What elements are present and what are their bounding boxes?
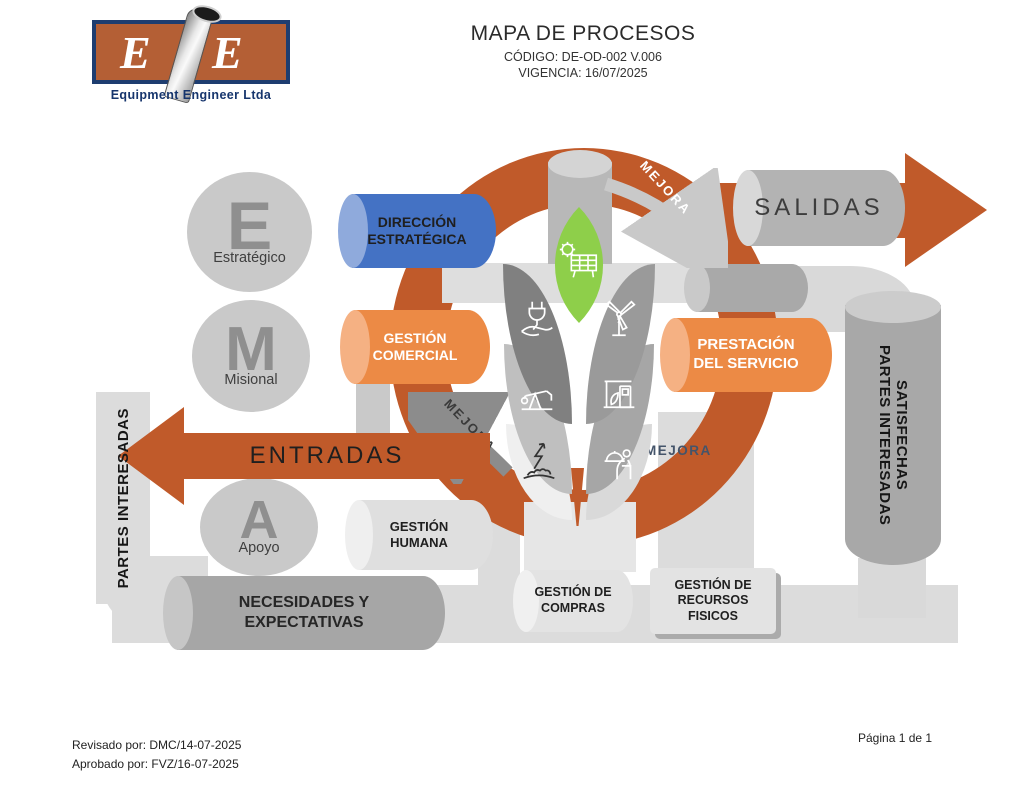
- gestion-humana-cylinder: GESTIÓN HUMANA: [345, 500, 493, 570]
- doc-vigencia: VIGENCIA: 16/07/2025: [518, 66, 648, 80]
- compras-label-2: COMPRAS: [541, 601, 605, 615]
- level-letter: M: [225, 315, 277, 385]
- salidas-cylinder: SALIDAS: [733, 170, 905, 246]
- direccion-estrategica-cylinder: DIRECCIÓN ESTRATÉGICA: [338, 194, 496, 268]
- title-block: MAPA DE PROCESOS CÓDIGO: DE-OD-002 V.006…: [413, 22, 753, 80]
- level-misional-circle: M Misional: [192, 300, 310, 412]
- entradas-arrow: [182, 433, 490, 479]
- partes-interesadas-bar: PARTES INTERESADAS: [96, 392, 150, 604]
- gestion-comercial-cylinder: GESTIÓN COMERCIAL: [340, 310, 490, 384]
- right-small-pipe: [684, 264, 808, 312]
- fuel-station-icon: [603, 380, 635, 409]
- level-apoyo-circle: A Apoyo: [200, 478, 318, 576]
- necesidades-label-1: NECESIDADES Y: [238, 594, 370, 611]
- partes-satisfechas-label-1: PARTES INTERESADAS: [876, 344, 893, 526]
- company-logo: E E: [92, 2, 290, 104]
- recursos-label-2: RECURSOS: [677, 593, 749, 608]
- hand-plug-icon: [521, 301, 553, 337]
- solar-panel-icon: [559, 241, 598, 278]
- salidas-label: SALIDAS: [754, 194, 884, 221]
- gestion-compras-cylinder: GESTIÓN DE COMPRAS: [513, 570, 633, 632]
- salidas-arrowhead: [905, 153, 987, 267]
- necesidades-label-2: EXPECTATIVAS: [244, 614, 364, 631]
- aprobado-text: Aprobado por: FVZ/16-07-2025: [72, 756, 239, 771]
- humana-label-1: GESTIÓN: [389, 518, 449, 534]
- mejora-right-label: MEJORA: [645, 443, 712, 458]
- logo-letter-right: E: [212, 27, 243, 78]
- company-name: Equipment Engineer Ltda: [110, 88, 272, 102]
- level-estrategico-circle: E Estratégico: [187, 172, 312, 292]
- partes-satisfechas-cylinder: PARTES INTERESADAS SATISFECHAS: [845, 291, 941, 565]
- level-letter: A: [239, 490, 279, 551]
- compras-label-1: GESTIÓN DE: [534, 585, 612, 600]
- page-number: Página 1 de 1: [858, 731, 933, 745]
- comercial-label-2: COMERCIAL: [372, 347, 458, 363]
- entradas-label: ENTRADAS: [249, 442, 405, 469]
- level-label: Misional: [224, 371, 278, 388]
- right-drop-channel: [858, 558, 926, 618]
- prestacion-label-2: DEL SERVICIO: [693, 355, 799, 372]
- gestion-recursos-box: GESTIÓN DE RECURSOS FISICOS: [650, 568, 776, 634]
- food-service-icon: [604, 449, 632, 480]
- partes-interesadas-label: PARTES INTERESADAS: [114, 407, 132, 589]
- direccion-label-1: DIRECCIÓN: [377, 213, 457, 230]
- wind-turbine-icon: [605, 300, 636, 337]
- logo-letter-left: E: [120, 27, 151, 78]
- direccion-label-2: ESTRATÉGICA: [367, 231, 467, 247]
- partes-satisfechas-label-2: SATISFECHAS: [893, 379, 910, 491]
- page-title: MAPA DE PROCESOS: [470, 22, 696, 45]
- oil-pump-icon: [520, 390, 553, 411]
- humana-label-2: HUMANA: [390, 535, 448, 550]
- lightning-strike-icon: [523, 442, 555, 480]
- recursos-label-1: GESTIÓN DE: [674, 577, 752, 592]
- level-letter: E: [226, 188, 273, 265]
- footer-approvals: Revisado por: DMC/14-07-2025 Aprobado po…: [72, 736, 241, 773]
- level-label: Apoyo: [238, 539, 280, 556]
- entradas-label-box: ENTRADAS: [182, 433, 472, 479]
- mejora-top-arrow-icon: [604, 168, 728, 268]
- below-plant-channel: [524, 502, 636, 572]
- comercial-label-1: GESTIÓN: [383, 329, 447, 346]
- entradas-arrowhead: [118, 407, 184, 505]
- revisado-text: Revisado por: DMC/14-07-2025: [72, 738, 242, 752]
- prestacion-label-1: PRESTACIÓN: [697, 336, 795, 354]
- doc-code: CÓDIGO: DE-OD-002 V.006: [504, 50, 662, 64]
- necesidades-cylinder: NECESIDADES Y EXPECTATIVAS: [163, 576, 445, 650]
- level-label: Estratégico: [213, 249, 286, 266]
- comercial-drop-channel: [356, 382, 390, 434]
- recursos-label-3: FISICOS: [687, 608, 738, 623]
- prestacion-servicio-cylinder: PRESTACIÓN DEL SERVICIO: [660, 318, 832, 392]
